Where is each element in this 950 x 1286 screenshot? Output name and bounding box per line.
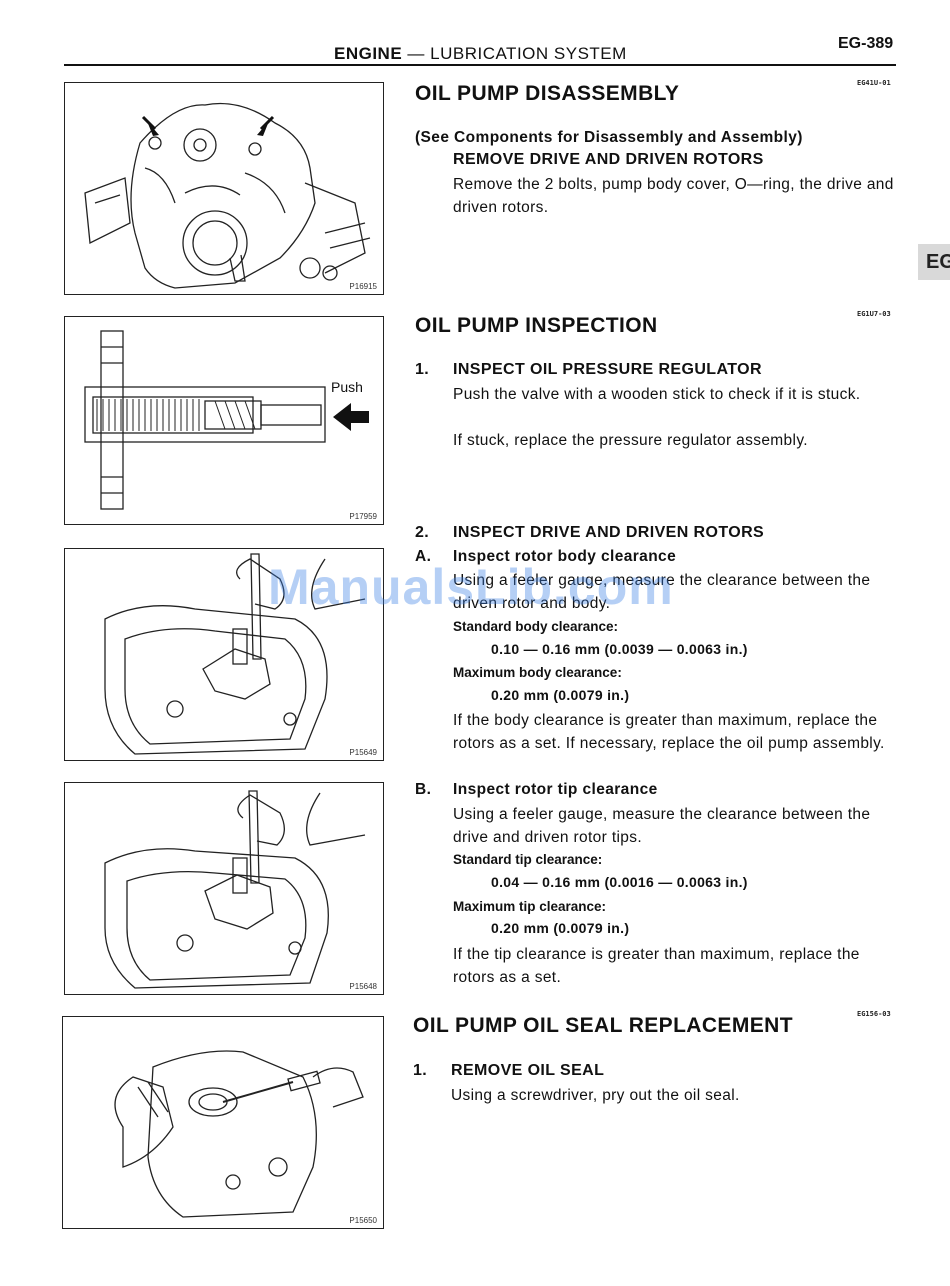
step-text: Push the valve with a wooden stick to ch… — [453, 386, 861, 403]
section-code: EG1U7-03 — [857, 310, 891, 318]
figure-oil-seal-removal: P15650 — [62, 1016, 384, 1229]
step-title: INSPECT OIL PRESSURE REGULATOR — [453, 361, 762, 378]
header-rule — [64, 64, 896, 66]
components-note: (See Components for Disassembly and Asse… — [415, 129, 803, 146]
spec-value: 0.10 — 0.16 mm (0.0039 — 0.0063 in.) — [491, 641, 748, 657]
watermark: ManualsLib.com — [268, 559, 674, 615]
oil-seal-screwdriver-icon — [114, 1050, 364, 1218]
spec-label: Standard body clearance: — [453, 619, 619, 634]
substep-title: Inspect rotor tip clearance — [453, 781, 658, 798]
section-title-inspection: OIL PUMP INSPECTION — [415, 314, 658, 337]
figure-id: P17959 — [349, 512, 377, 521]
figure-pressure-regulator: Push P17959 — [64, 316, 384, 525]
substep-text: Using a feeler gauge, measure the cleara… — [453, 572, 871, 612]
header-section: ENGINE — [334, 44, 403, 63]
step-text: If stuck, replace the pressure regulator… — [453, 432, 808, 449]
section-code: EG41U-01 — [857, 79, 891, 87]
spec-label: Maximum body clearance: — [453, 665, 622, 680]
substep-letter: A. — [415, 548, 432, 565]
figure-id: P15650 — [349, 1216, 377, 1225]
figure-rotor-body-clearance: P15649 — [64, 548, 384, 761]
step-text: Using a screwdriver, pry out the oil sea… — [451, 1087, 740, 1104]
rotor-tip-clearance-feeler-gauge-icon — [104, 790, 366, 989]
figure-oil-pump-bolts: P16915 — [64, 82, 384, 295]
step-number: 1. — [413, 1062, 428, 1079]
section-title-disassembly: OIL PUMP DISASSEMBLY — [415, 82, 680, 105]
figure-rotor-tip-clearance: P15648 — [64, 782, 384, 995]
step-title: INSPECT DRIVE AND DRIVEN ROTORS — [453, 524, 765, 541]
spec-value: 0.20 mm (0.0079 in.) — [491, 920, 630, 936]
page-number: EG-389 — [838, 35, 894, 52]
substep-text: Using a feeler gauge, measure the cleara… — [453, 806, 871, 846]
substep-letter: B. — [415, 781, 432, 798]
pressure-regulator-cutaway-icon — [84, 330, 369, 510]
step-text: Remove the 2 bolts, pump body cover, O—r… — [453, 176, 894, 216]
section-title-seal: OIL PUMP OIL SEAL REPLACEMENT — [413, 1014, 793, 1037]
figure-id: P15648 — [349, 982, 377, 991]
step-title: REMOVE OIL SEAL — [451, 1062, 605, 1079]
spec-value: 0.04 — 0.16 mm (0.0016 — 0.0063 in.) — [491, 874, 748, 890]
header-subsection: — LUBRICATION SYSTEM — [402, 44, 627, 63]
spec-label: Maximum tip clearance: — [453, 899, 607, 914]
step-title: REMOVE DRIVE AND DRIVEN ROTORS — [453, 151, 764, 168]
rotor-body-clearance-feeler-gauge-icon — [104, 553, 366, 755]
figure-id: P16915 — [349, 282, 377, 291]
section-code: EG156-03 — [857, 1010, 891, 1018]
step-number: 2. — [415, 524, 430, 541]
substep-note: If the body clearance is greater than ma… — [453, 712, 885, 752]
spec-label: Standard tip clearance: — [453, 852, 603, 867]
push-label: Push — [331, 379, 363, 395]
section-tab: EG — [918, 244, 950, 280]
oil-pump-body-bolts-icon — [84, 102, 371, 289]
step-number: 1. — [415, 361, 430, 378]
spec-value: 0.20 mm (0.0079 in.) — [491, 687, 630, 703]
substep-note: If the tip clearance is greater than max… — [453, 946, 860, 986]
figure-id: P15649 — [349, 748, 377, 757]
running-header: ENGINE — LUBRICATION SYSTEM — [334, 44, 627, 64]
substep-title: Inspect rotor body clearance — [453, 548, 677, 565]
